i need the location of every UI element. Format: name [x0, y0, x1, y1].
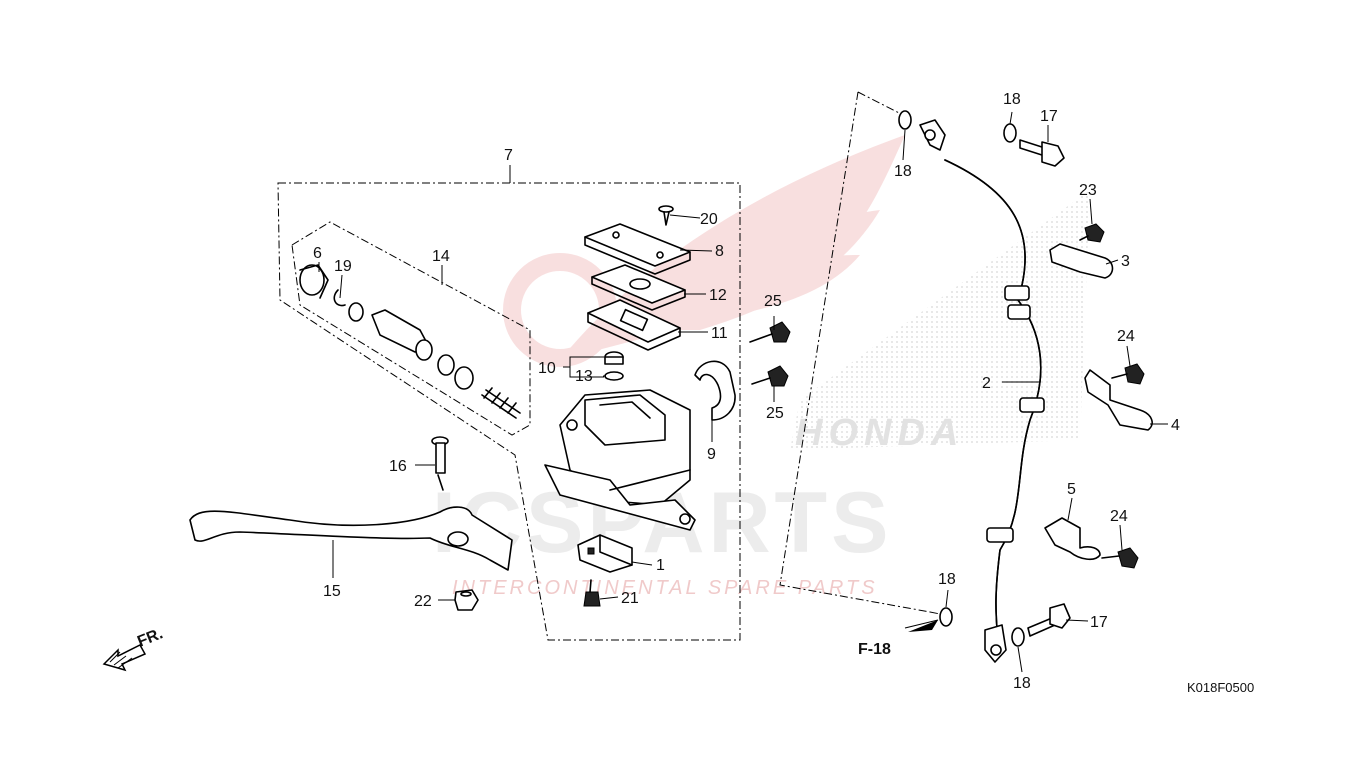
diaphragm-plate — [591, 264, 686, 311]
callout-24-upper: 24 — [1117, 328, 1135, 345]
brake-switch-1 — [577, 534, 633, 573]
diagram-code: K018F0500 — [1187, 680, 1254, 695]
clamp-3 — [1049, 243, 1114, 279]
leader-lines — [318, 111, 1168, 673]
washer-18-bottom-right — [1011, 627, 1025, 647]
callout-23: 23 — [1079, 182, 1097, 199]
callout-9: 9 — [707, 446, 716, 463]
clamp-4 — [1084, 369, 1153, 431]
screw-20 — [658, 205, 674, 226]
callout-15: 15 — [323, 583, 341, 600]
callout-18-bottom-left: 18 — [938, 571, 956, 588]
bolt-24-upper — [1111, 363, 1145, 385]
nut-22 — [454, 589, 479, 611]
bolt-25-lower — [751, 365, 789, 387]
clamp-5 — [1044, 517, 1101, 561]
front-direction-arrow-icon — [102, 644, 147, 672]
honda-logo-watermark: HONDA — [795, 412, 964, 454]
callout-2: 2 — [982, 375, 991, 392]
bolt-17-top — [1019, 139, 1065, 167]
callout-25-lower: 25 — [766, 405, 784, 422]
callout-22: 22 — [414, 593, 432, 610]
callout-14: 14 — [432, 248, 450, 265]
reservoir-cap — [584, 223, 691, 275]
protector-10 — [604, 351, 624, 365]
callout-8: 8 — [715, 243, 724, 260]
callout-25-upper: 25 — [764, 293, 782, 310]
piston-set-14 — [299, 264, 521, 419]
callout-3: 3 — [1121, 253, 1130, 270]
callout-18-bottom-right: 18 — [1013, 675, 1031, 692]
callout-13: 13 — [575, 368, 593, 385]
washer-18-top-right — [1003, 123, 1017, 143]
reference-label: F-18 — [858, 641, 891, 658]
front-direction-label: FR. — [135, 625, 165, 650]
callout-20: 20 — [700, 211, 718, 228]
callout-16: 16 — [389, 458, 407, 475]
holder-9 — [694, 360, 736, 421]
callout-24-lower: 24 — [1110, 508, 1128, 525]
screw-21 — [583, 579, 601, 607]
callout-4: 4 — [1171, 417, 1180, 434]
diaphragm — [587, 299, 681, 351]
brake-hose-2 — [919, 119, 1045, 663]
callout-19: 19 — [334, 258, 352, 275]
tagline-watermark: INTERCONTINENTAL SPARE PARTS — [452, 577, 878, 599]
callout-10: 10 — [538, 360, 556, 377]
bolt-24-lower — [1101, 547, 1139, 569]
callout-17-bottom: 17 — [1090, 614, 1108, 631]
callout-5: 5 — [1067, 481, 1076, 498]
callout-17-top: 17 — [1040, 108, 1058, 125]
pivot-bolt-16 — [431, 436, 449, 491]
callout-11: 11 — [711, 325, 728, 342]
master-cylinder-body — [544, 389, 696, 531]
bolt-17-bottom — [1027, 603, 1071, 637]
washer-18-top-left — [898, 110, 912, 130]
washer-18-bottom-left — [939, 607, 953, 627]
float-13 — [604, 371, 624, 381]
callout-21: 21 — [621, 590, 639, 607]
reference-arrow-icon — [908, 620, 938, 632]
callout-12: 12 — [709, 287, 727, 304]
brake-lever-15 — [189, 506, 513, 571]
callout-18-top-right: 18 — [1003, 91, 1021, 108]
callout-18-top-left: 18 — [894, 163, 912, 180]
assembly-7-boundary — [277, 182, 741, 641]
callout-1: 1 — [656, 557, 665, 574]
callout-7: 7 — [504, 147, 513, 164]
bolt-23 — [1079, 223, 1105, 243]
assembly-14-boundary — [291, 221, 531, 436]
bolt-25-upper — [749, 321, 791, 343]
callout-6: 6 — [313, 245, 322, 262]
